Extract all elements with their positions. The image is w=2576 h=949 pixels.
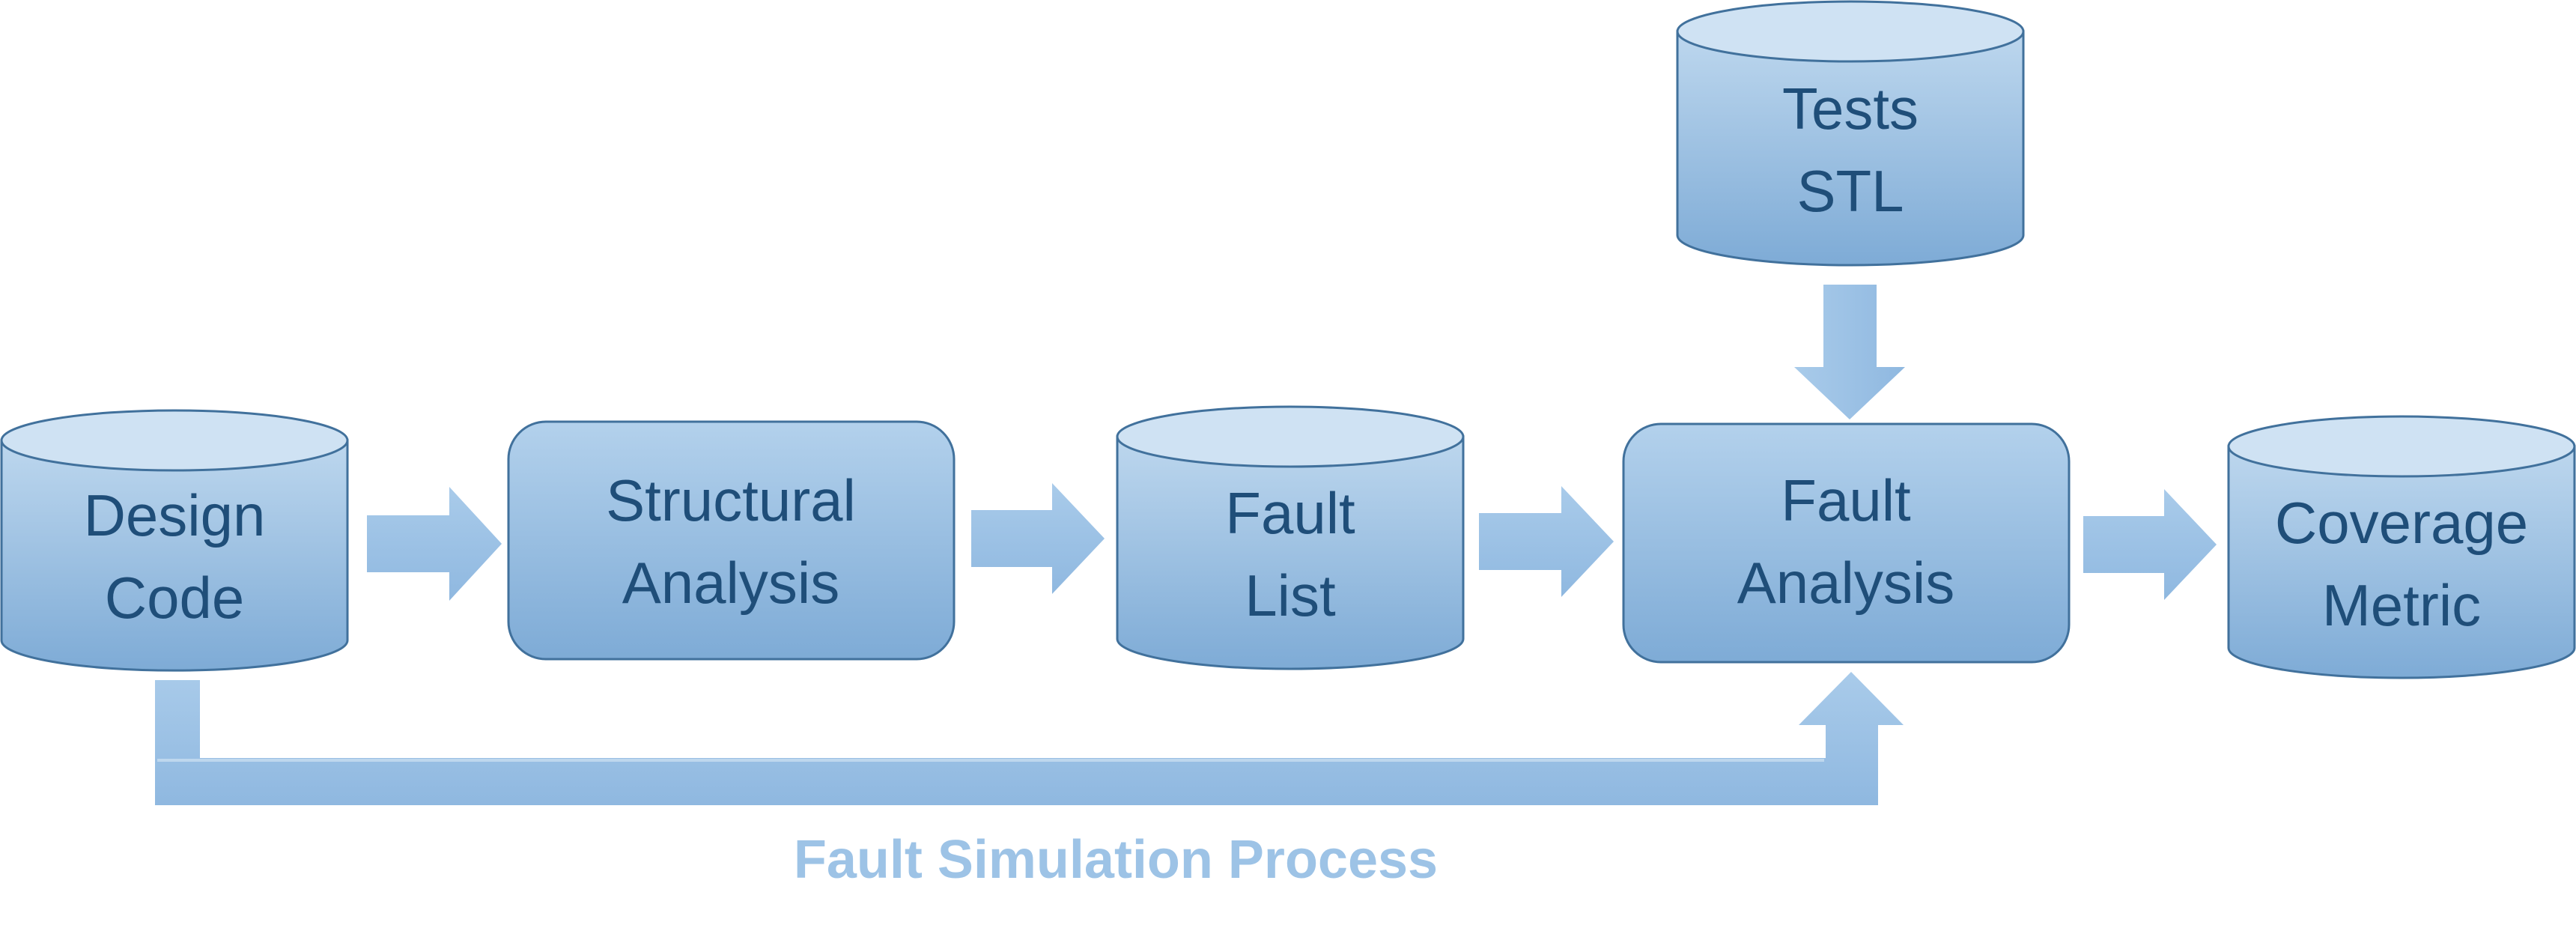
- node-fault-analysis-label-1: Fault: [1781, 467, 1911, 533]
- node-fault-analysis: Fault Analysis: [1622, 422, 2071, 664]
- node-structural-analysis: Structural Analysis: [507, 420, 956, 661]
- node-fault-analysis-label-2: Analysis: [1737, 550, 1954, 616]
- node-tests-stl: Tests STL: [1676, 0, 2025, 267]
- node-structural-analysis-label-1: Structural: [606, 467, 856, 533]
- arrow-structural-to-faultlist: [971, 483, 1105, 594]
- node-tests-stl-label-1: Tests: [1782, 76, 1919, 142]
- node-fault-list-label-2: List: [1245, 563, 1336, 628]
- arrow-design-bypass-to-faultanalysis: [155, 672, 1904, 805]
- node-fault-list: Fault List: [1116, 405, 1465, 670]
- node-coverage-metric-label-1: Coverage: [2275, 490, 2528, 556]
- node-coverage-metric: Coverage Metric: [2227, 415, 2576, 679]
- node-tests-stl-label-2: STL: [1796, 158, 1904, 224]
- node-structural-analysis-label-2: Analysis: [622, 550, 839, 616]
- node-design-code-label-2: Code: [105, 565, 244, 631]
- node-design-code: Design Code: [0, 409, 349, 672]
- node-design-code-label-1: Design: [84, 482, 266, 548]
- arrow-faultlist-to-faultanalysis: [1479, 486, 1614, 597]
- arrow-faultanalysis-to-coverage: [2083, 489, 2217, 600]
- arrow-tests-to-faultanalysis: [1794, 285, 1905, 419]
- diagram-caption: Fault Simulation Process: [794, 830, 1438, 890]
- node-fault-list-label-1: Fault: [1225, 480, 1355, 546]
- arrow-design-to-structural: [367, 487, 502, 601]
- node-coverage-metric-label-2: Metric: [2322, 572, 2481, 638]
